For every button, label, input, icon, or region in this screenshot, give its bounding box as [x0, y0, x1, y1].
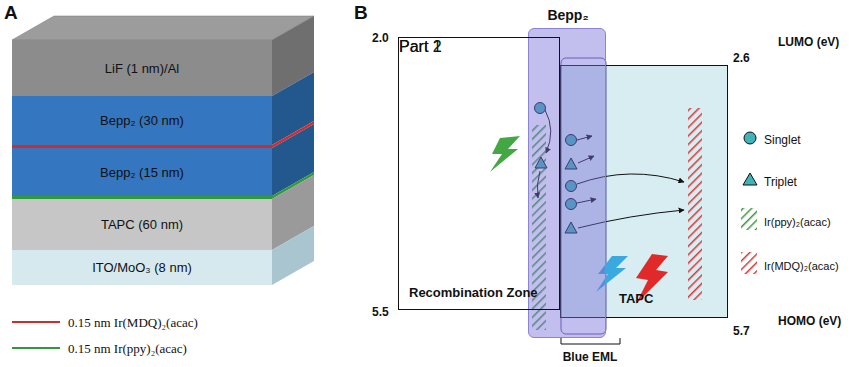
eml-layer: Bepp₂ (15 nm): [12, 148, 272, 196]
legend-text: Triplet: [764, 175, 797, 189]
legend-samples: [741, 132, 757, 274]
cathode-layer: LiF (1 nm)/Al: [12, 40, 272, 96]
layer-label: Bepp₂ (15 nm): [100, 165, 184, 180]
legend-line: [12, 321, 60, 323]
legend-line: [12, 347, 60, 349]
layer-label: LiF (1 nm)/Al: [105, 61, 179, 76]
layer-stack: [12, 16, 314, 285]
red-dopant-stripe: [688, 108, 702, 300]
anode-layer: ITO/MoO₃ (8 nm): [12, 250, 272, 285]
box-label: Bepp₂: [547, 7, 588, 23]
htl-layer: TAPC (60 nm): [12, 199, 272, 250]
energy-value: 2.0: [372, 31, 389, 45]
panel-letter: B: [354, 2, 368, 24]
tapc-box: Recombination ZonePart 1Part 2: [398, 37, 560, 310]
etl-layer: Bepp₂ (30 nm): [12, 96, 272, 145]
energy-value: 2.6: [733, 51, 750, 65]
eml-bracket: [561, 338, 620, 344]
legend-text: Singlet: [764, 133, 801, 147]
box-label: TAPC: [619, 291, 653, 306]
layer-label: ITO/MoO₃ (8 nm): [92, 260, 192, 275]
energy-value: 5.5: [372, 305, 389, 319]
legend-text: 0.15 nm Ir(ppy)₂(acac): [68, 341, 187, 357]
layer-label: TAPC (60 nm): [101, 217, 183, 232]
recombination-zone: Bepp₂: [528, 28, 606, 338]
legend-text: 0.15 nm Ir(MDQ)₂(acac): [68, 315, 198, 331]
panel-letter: A: [4, 2, 18, 24]
legend-text: Ir(MDQ)₂(acac): [764, 260, 839, 272]
zone-title: Recombination Zone: [409, 285, 538, 300]
layer-bracket-label: Blue EML: [563, 350, 618, 364]
layer-label: Bepp₂ (30 nm): [100, 113, 184, 128]
axis-label: HOMO (eV): [778, 314, 841, 328]
box-label: Part 2: [399, 38, 442, 56]
energy-value: 5.7: [733, 324, 750, 338]
green-emission: [490, 136, 520, 172]
legend-text: Ir(ppy)₂(acac): [764, 216, 831, 228]
axis-label: LUMO (eV): [778, 35, 839, 49]
